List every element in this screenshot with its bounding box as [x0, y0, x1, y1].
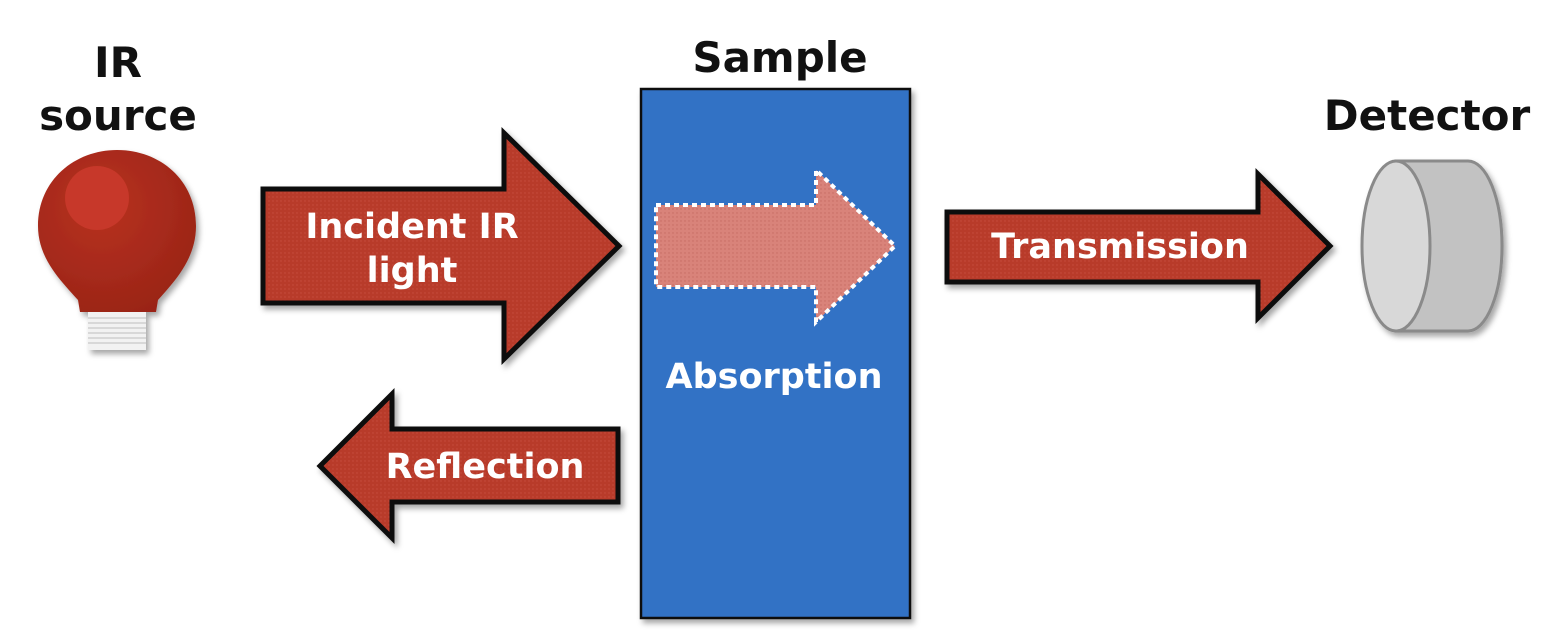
transmission-arrow [944, 167, 1334, 325]
detector-cylinder-icon [1360, 159, 1504, 333]
reflection-arrow [316, 387, 621, 545]
sample-block [639, 87, 912, 620]
detector-title: Detector [1324, 91, 1531, 140]
transmission-label: Transmission [991, 227, 1249, 267]
ir-source-title-line1: IR [94, 38, 142, 87]
reflection-label: Reflection [386, 447, 585, 487]
sample-title: Sample [692, 33, 867, 82]
incident-ir-arrow [260, 127, 623, 365]
absorption-arrow [654, 165, 898, 327]
incident-arrow-label-line2: light [367, 251, 458, 291]
absorption-label: Absorption [665, 357, 882, 397]
lightbulb-icon [38, 150, 196, 350]
ir-source-title-line2: source [39, 91, 197, 140]
incident-arrow-label-line1: Incident IR [305, 207, 518, 247]
